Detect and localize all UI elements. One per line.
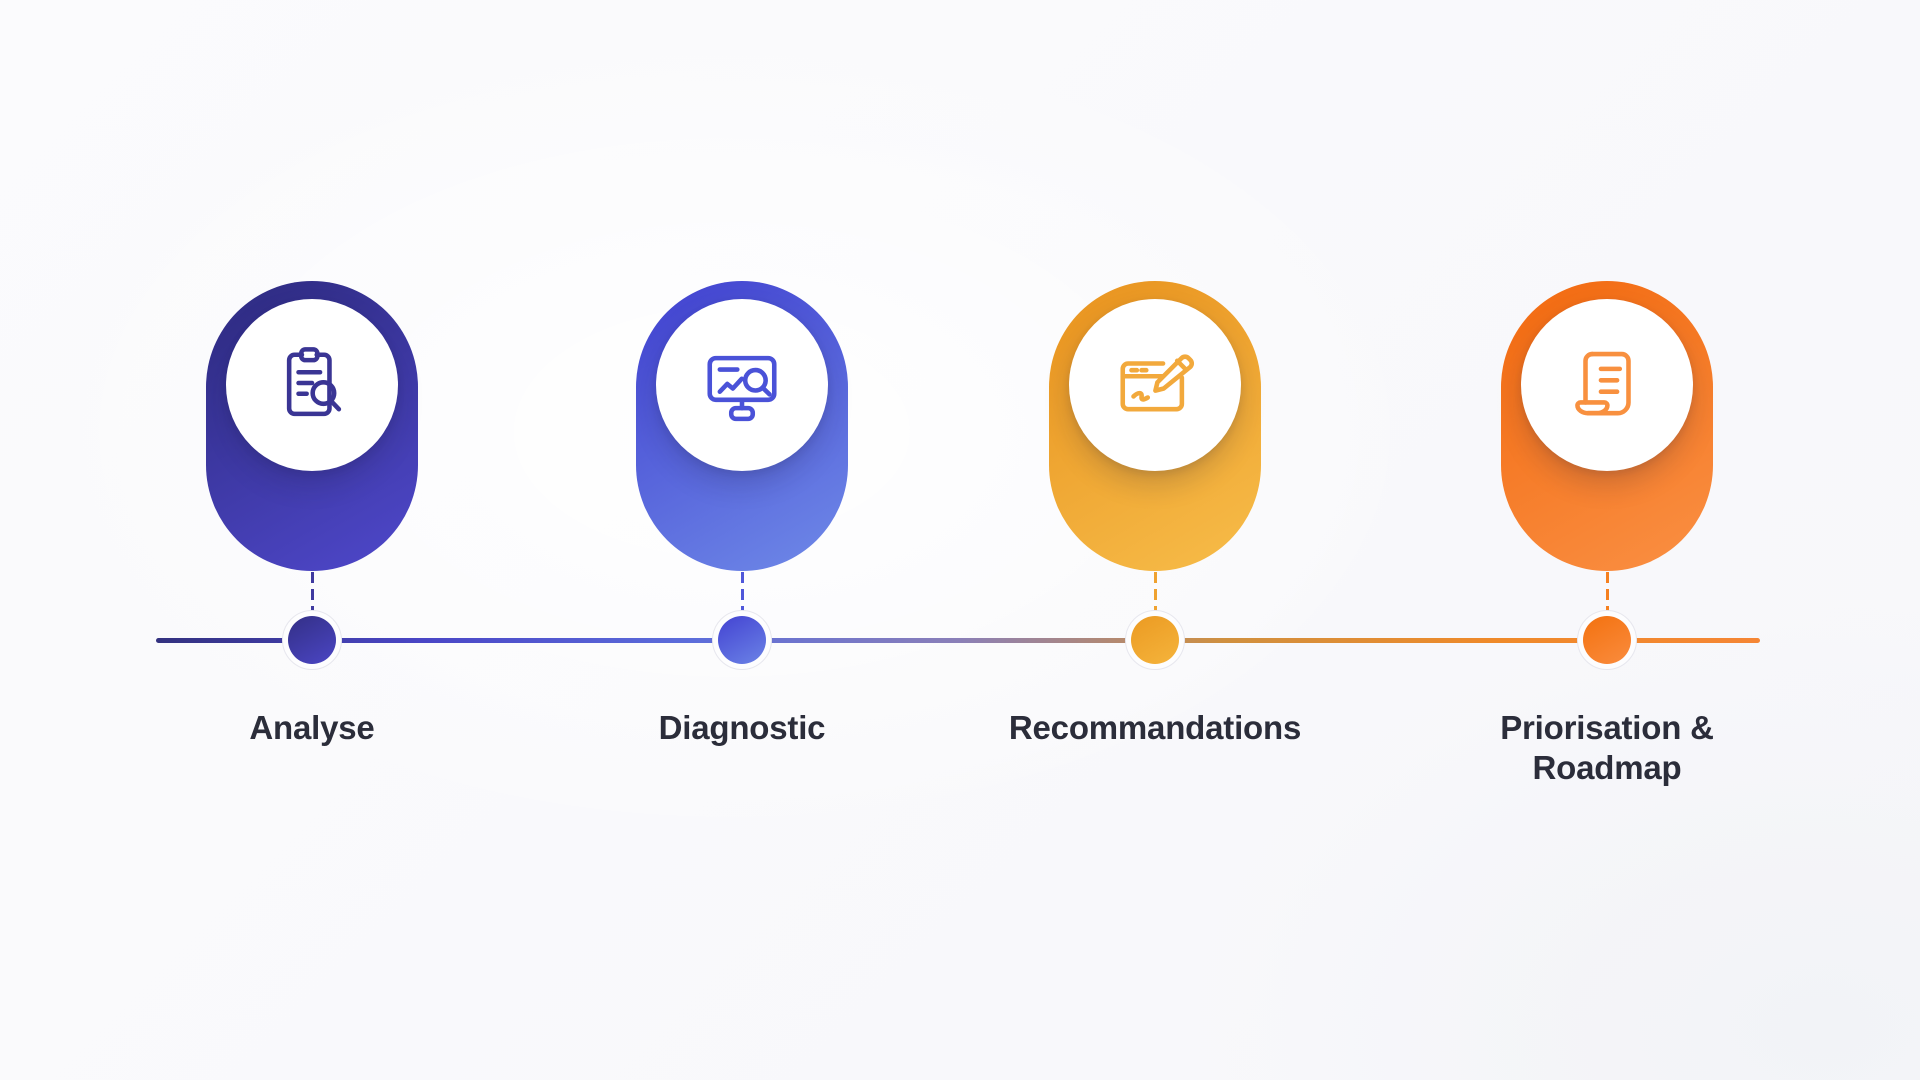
step-drop-connector (1605, 572, 1609, 616)
clipboard-search-icon (286, 347, 342, 417)
timeline-node-fill (288, 616, 336, 664)
timeline-step-priorisation-roadmap[interactable]: Priorisation & Roadmap (1457, 0, 1757, 1080)
cheque-signature-icon (1120, 354, 1194, 412)
timeline-node-dot[interactable] (282, 610, 342, 670)
monitor-chart-search-icon (707, 355, 777, 422)
timeline-step-recommandations[interactable]: Recommandations (1005, 0, 1305, 1080)
timeline-node-dot[interactable] (1577, 610, 1637, 670)
timeline-axis-line (156, 638, 1760, 643)
timeline-step-analyse[interactable]: Analyse (162, 0, 462, 1080)
step-icon-container (656, 299, 828, 471)
timeline-node-fill (1583, 616, 1631, 664)
step-label: Analyse (249, 709, 375, 746)
scroll-document-icon (1575, 351, 1631, 416)
timeline-node-dot[interactable] (1125, 610, 1185, 670)
step-icon-container (1069, 299, 1241, 471)
step-drop-connector (1153, 572, 1157, 616)
step-label: Priorisation & Roadmap (1500, 709, 1714, 786)
step-drop-connector (310, 572, 314, 616)
timeline-node-fill (1131, 616, 1179, 664)
step-icon-container (1521, 299, 1693, 471)
timeline-node-fill (718, 616, 766, 664)
step-label: Diagnostic (658, 709, 826, 746)
step-label: Recommandations (1008, 709, 1302, 746)
step-icon-container (226, 299, 398, 471)
timeline-node-dot[interactable] (712, 610, 772, 670)
step-drop-connector (740, 572, 744, 616)
timeline-step-diagnostic[interactable]: Diagnostic (592, 0, 892, 1080)
